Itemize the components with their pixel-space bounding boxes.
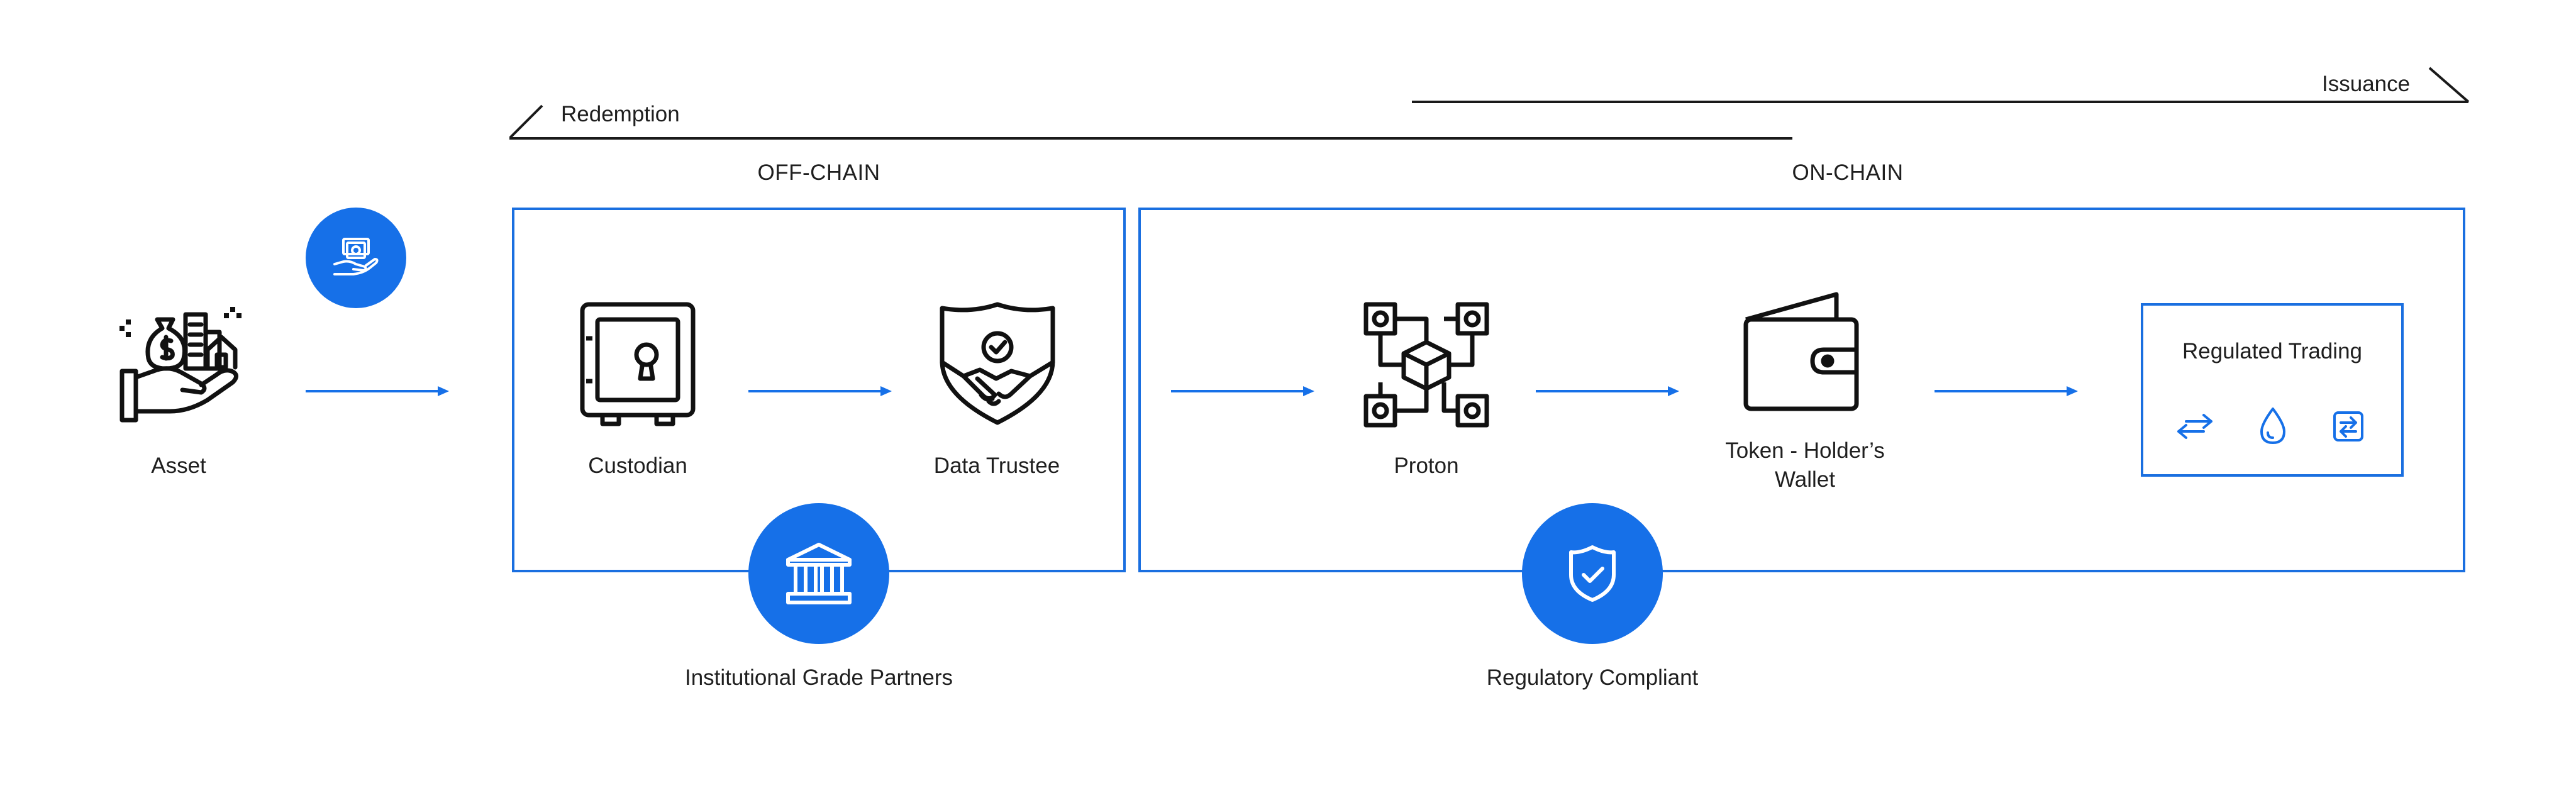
asset-hand-icon (119, 307, 242, 423)
arrow-to-proton (1171, 386, 1314, 396)
money-hand-circle (306, 208, 406, 308)
custodian-label: Custodian (588, 453, 687, 478)
wallet-label-line1: Token - Holder’s (1725, 438, 1885, 463)
redemption-line (509, 104, 1792, 140)
wallet-label: Token - Holder’s Wallet (1725, 436, 1885, 494)
regulated-trading-label: Regulated Trading (2182, 339, 2363, 364)
regulated-trading-box (2141, 303, 2404, 477)
redemption-label: Redemption (561, 102, 680, 126)
blockchain-cube-icon (1363, 302, 1489, 428)
on-chain-header: ON-CHAIN (1792, 160, 1904, 185)
arrow-asset-to-custodian (306, 386, 449, 396)
arrow-wallet-to-trading (1935, 386, 2078, 396)
regulatory-label: Regulatory Compliant (1486, 665, 1699, 690)
shield-handshake-icon (940, 302, 1055, 425)
shield-check-icon (1569, 545, 1616, 602)
institutional-label: Institutional Grade Partners (684, 665, 953, 690)
issuance-line (1412, 67, 2470, 103)
wallet-icon (1743, 292, 1859, 411)
on-chain-box (1138, 208, 2465, 572)
off-chain-header: OFF-CHAIN (757, 160, 880, 185)
proton-label: Proton (1394, 453, 1459, 478)
data-trustee-label: Data Trustee (933, 453, 1060, 478)
wallet-label-line2: Wallet (1775, 467, 1835, 492)
asset-label: Asset (151, 453, 206, 478)
arrow-custodian-to-trustee (748, 386, 892, 396)
drop-icon (2260, 408, 2285, 444)
arrow-proton-to-wallet (1536, 386, 1679, 396)
safe-icon (580, 302, 696, 426)
exchange-icon (2333, 411, 2363, 441)
swap-arrows-icon (2177, 414, 2212, 439)
issuance-label: Issuance (2322, 72, 2411, 96)
money-hand-icon (333, 238, 379, 275)
regulatory-circle (1522, 503, 1663, 644)
institutional-circle (748, 503, 889, 644)
bank-icon (786, 543, 852, 604)
